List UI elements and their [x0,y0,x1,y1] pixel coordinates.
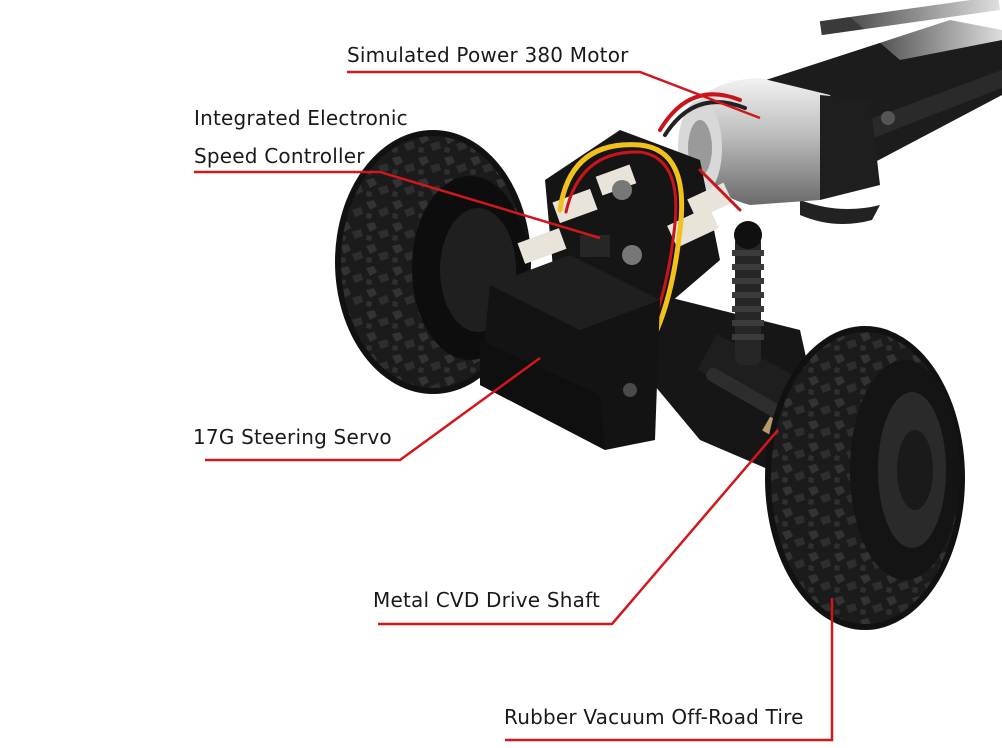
leader-line-motor [347,70,761,120]
callout-esc-line2: Speed Controller [194,144,365,168]
motor [678,78,880,205]
steering-servo [480,255,660,450]
leader-lines [194,70,834,742]
wires [557,92,747,363]
callout-tire: Rubber Vacuum Off-Road Tire [504,705,804,729]
leader-line-servo [205,356,541,462]
callout-servo: 17G Steering Servo [193,425,392,449]
leader-line-esc [194,170,601,240]
leader-line-tire [505,598,834,742]
front-right-tire [765,326,965,630]
callout-esc-line1: Integrated Electronic [194,106,408,130]
leader-line-shaft [378,429,779,626]
callout-drive-shaft: Metal CVD Drive Shaft [373,588,601,612]
callout-motor: Simulated Power 380 Motor [347,43,629,67]
